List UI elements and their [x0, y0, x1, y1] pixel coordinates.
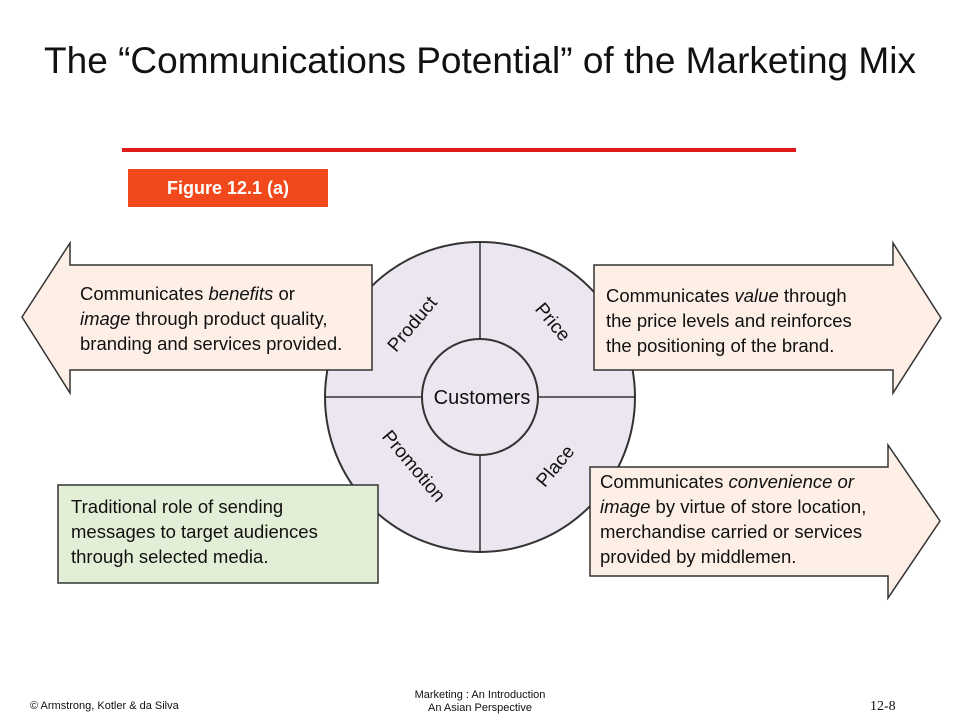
footer-copyright: © Armstrong, Kotler & da Silva — [30, 700, 179, 712]
center-label: Customers — [434, 387, 531, 409]
box-text-line: the positioning of the brand. — [606, 335, 834, 356]
product-arrow — [21, 240, 373, 396]
box-text-line: branding and services provided. — [80, 333, 342, 354]
box-text-line: messages to target audiences — [71, 521, 318, 542]
price-arrow — [593, 240, 942, 396]
box-text-line: merchandise carried or services — [600, 521, 862, 542]
footer-book-line1: Marketing : An Introduction — [414, 689, 546, 701]
box-text-line: image through product quality, — [80, 308, 328, 329]
title-underline — [122, 148, 796, 152]
box-text-line: Communicates value through — [606, 285, 847, 306]
footer-book-title: Marketing : An Introduction An Asian Per… — [380, 689, 580, 715]
product-box-text: Communicates benefits or image through pr… — [80, 283, 342, 354]
footer-book-line2: An Asian Perspective — [428, 702, 532, 714]
promotion-box — [57, 484, 379, 584]
place-arrow — [589, 442, 941, 601]
promotion-box-text: Traditional role of sending messages to t… — [71, 496, 318, 567]
place-box-text: Communicates convenience or image by virt… — [600, 471, 866, 567]
box-text-line: image by virtue of store location, — [600, 496, 866, 517]
box-text-line: Traditional role of sending — [71, 496, 283, 517]
box-text-line: the price levels and reinforces — [606, 310, 852, 331]
box-text-line: provided by middlemen. — [600, 546, 796, 567]
price-box-text: Communicates value through the price leve… — [606, 285, 852, 356]
page-title: The “Communications Potential” of the Ma… — [44, 40, 916, 81]
box-text-line: through selected media. — [71, 546, 268, 567]
box-text-line: Communicates benefits or — [80, 283, 295, 304]
center-circle — [421, 338, 539, 456]
figure-label: Figure 12.1 (a) — [128, 169, 328, 207]
box-text-line: Communicates convenience or — [600, 471, 855, 492]
footer-page-number: 12-8 — [870, 699, 896, 714]
